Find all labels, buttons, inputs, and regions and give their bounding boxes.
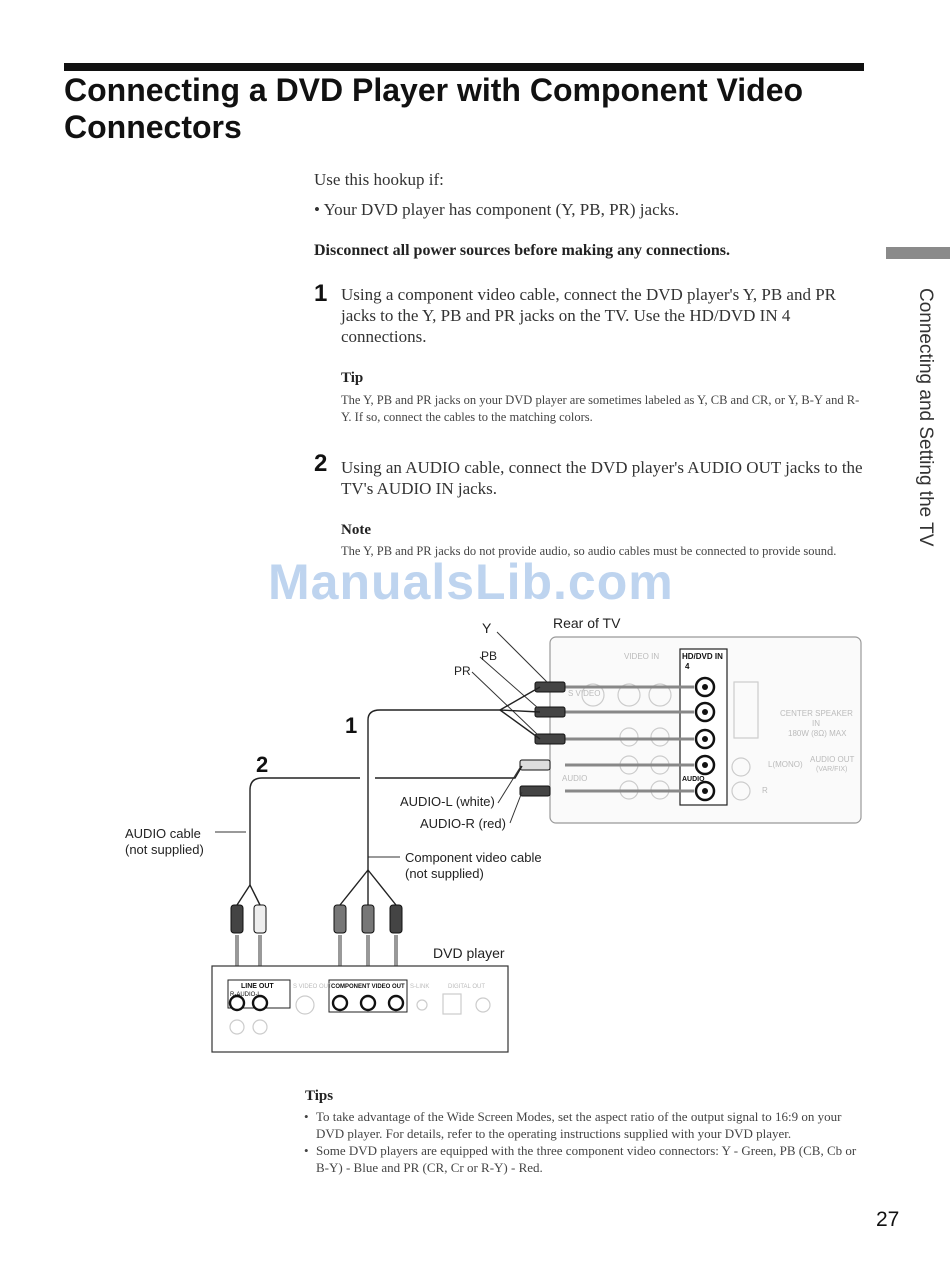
tv-var-fix-label: (VAR/FIX) (816, 766, 847, 773)
step-2-note-heading: Note (341, 522, 371, 538)
tv-audio-label-hd: AUDIO (682, 776, 705, 783)
tv-hd-dvd-in-num: 4 (685, 662, 690, 671)
dvd-arrows (235, 935, 398, 970)
dvd-line-out-label: LINE OUT (241, 983, 274, 990)
label-component-cable-sub: (not supplied) (405, 866, 484, 881)
step-1-text: Using a component video cable, connect t… (341, 285, 837, 346)
tv-l-mono-label: L(MONO) (768, 760, 803, 769)
section-side-label: Connecting and Setting the TV (915, 288, 936, 547)
tv-r-label: R (762, 786, 768, 795)
step-1-number: 1 (314, 280, 328, 307)
cable-bundles (236, 686, 541, 906)
title-rule (64, 63, 864, 71)
tv-center-speaker-max-label: 180W (8Ω) MAX (788, 729, 847, 738)
tips-item: Some DVD players are equipped with the t… (302, 1142, 867, 1176)
tv-cable-runs (565, 685, 694, 793)
tv-active-jacks (694, 676, 716, 802)
step-2-note-text: The Y, PB and PR jacks do not provide au… (341, 544, 837, 558)
tv-jack-centers (702, 684, 708, 794)
tv-plugs (519, 681, 566, 797)
label-rear-of-tv: Rear of TV (553, 615, 621, 631)
label-y: Y (482, 620, 492, 636)
dvd-active-jacks (228, 994, 405, 1012)
tv-video-in-label: VIDEO IN (624, 652, 659, 661)
label-audio-r: AUDIO-R (red) (420, 816, 506, 831)
tips-list: To take advantage of the Wide Screen Mod… (302, 1108, 867, 1176)
tv-svideo-label: S VIDEO (568, 689, 600, 698)
step-1-tip-heading: Tip (341, 370, 364, 386)
power-warning: Disconnect all power sources before maki… (314, 242, 730, 259)
dvd-component-out-label: COMPONENT VIDEO OUT (331, 984, 405, 990)
label-pb: PB (481, 649, 497, 663)
dvd-svideo-out-label: S VIDEO OUT (293, 984, 332, 990)
step-2-number: 2 (314, 450, 328, 477)
label-audio-cable-sub: (not supplied) (125, 842, 204, 857)
page-number: 27 (876, 1208, 900, 1231)
intro-text: Use this hookup if: (314, 170, 444, 189)
tv-audio-label: AUDIO (562, 774, 587, 783)
dvd-inactive-jacks (229, 993, 491, 1035)
diagram-step-1-marker: 1 (345, 713, 357, 738)
intro-bullet: • Your DVD player has component (Y, PB, … (314, 200, 679, 219)
tv-audio-out-label: AUDIO OUT (810, 755, 855, 764)
watermark: ManualsLib.com (268, 554, 674, 610)
tv-center-speaker-label: CENTER SPEAKER (780, 709, 853, 718)
label-component-cable: Component video cable (405, 850, 542, 865)
label-audio-cable: AUDIO cable (125, 826, 201, 841)
label-pr: PR (454, 664, 471, 678)
step-2-text: Using an AUDIO cable, connect the DVD pl… (341, 458, 863, 498)
section-tab-marker (886, 247, 950, 259)
step-1-tip-text: The Y, PB and PR jacks on your DVD playe… (341, 393, 860, 424)
tv-hd-dvd-in-block (679, 648, 728, 806)
label-audio-l: AUDIO-L (white) (400, 794, 495, 809)
tips-item: To take advantage of the Wide Screen Mod… (302, 1108, 867, 1142)
page-title: Connecting a DVD Player with Component V… (64, 72, 804, 145)
label-dvd-player: DVD player (433, 945, 505, 961)
diagram-step-2-marker: 2 (256, 752, 268, 777)
dvd-plugs (230, 904, 403, 934)
dvd-slink-label: S-LINK (410, 984, 429, 990)
connection-diagram: HD/DVD IN 4 VIDEO IN S VIDEO AUDIO AUDIO… (125, 615, 862, 1053)
dvd-r-audio-l-label: R-AUDIO-L (230, 992, 261, 998)
tv-center-speaker-in-label: IN (812, 719, 820, 728)
tips-heading: Tips (305, 1088, 334, 1104)
diagram-leader-lines (215, 631, 548, 858)
dvd-digital-out-label: DIGITAL OUT (448, 984, 485, 990)
tv-hd-dvd-in-label: HD/DVD IN (682, 652, 723, 661)
